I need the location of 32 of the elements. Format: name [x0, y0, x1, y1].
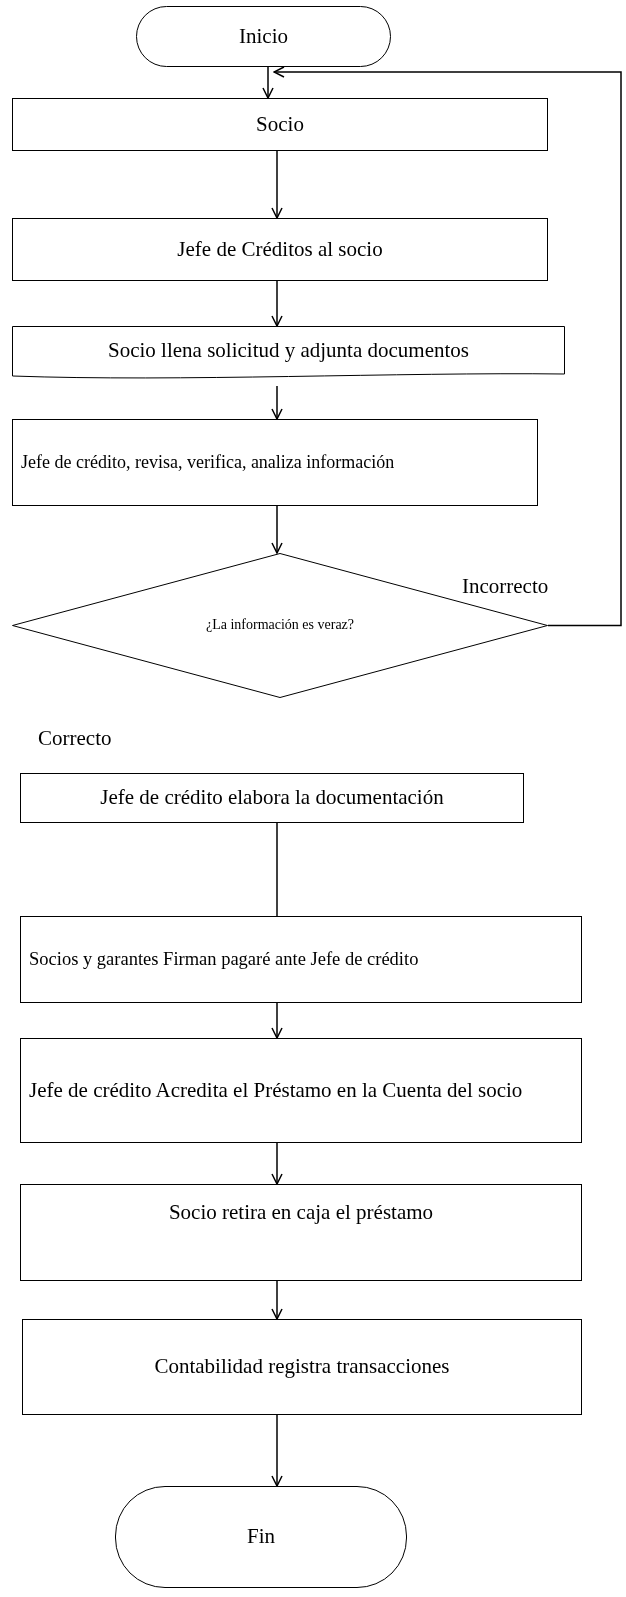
- arrow: [271, 1142, 283, 1185]
- node-text: Socios y garantes Firman pagaré ante Jefe de crédito: [29, 947, 420, 971]
- process-box: [20, 1038, 582, 1143]
- process-box: [20, 916, 582, 1003]
- node-text: ¿La información es veraz?: [204, 616, 356, 635]
- node-text: Jefe de crédito Acredita el Préstamo en la Cuenta del socio: [29, 1076, 524, 1104]
- arrow: [271, 505, 283, 554]
- node-text: Socio retira en caja el préstamo: [167, 1199, 435, 1226]
- node-text: Inicio: [238, 22, 289, 50]
- arrow: [262, 66, 274, 99]
- node-text: Jefe de crédito elabora la documentación: [99, 784, 445, 812]
- node-text: Jefe de crédito, revisa, verifica, analiza información: [21, 451, 396, 475]
- node-text: Socio: [255, 110, 305, 138]
- node-text: Jefe de Créditos al socio: [176, 235, 384, 263]
- arrow: [271, 150, 283, 219]
- arrow: [271, 1280, 283, 1320]
- node-text: Fin: [246, 1523, 276, 1551]
- process-box: [12, 98, 548, 151]
- process-box: [12, 218, 548, 281]
- decision-diamond: [12, 553, 548, 698]
- process-box: [12, 419, 538, 506]
- process-box: [22, 1319, 582, 1415]
- arrow: [271, 385, 283, 420]
- process-box: [20, 1184, 582, 1281]
- arrow: [273, 66, 622, 627]
- node-text: Contabilidad registra transacciones: [153, 1353, 451, 1381]
- arrow: [271, 1002, 283, 1039]
- connector-line: [276, 822, 278, 917]
- process-box: [20, 773, 524, 823]
- arrow: [271, 1414, 283, 1487]
- arrow: [271, 280, 283, 327]
- node-text: Socio llena solicitud y adjunta documentos: [107, 337, 470, 365]
